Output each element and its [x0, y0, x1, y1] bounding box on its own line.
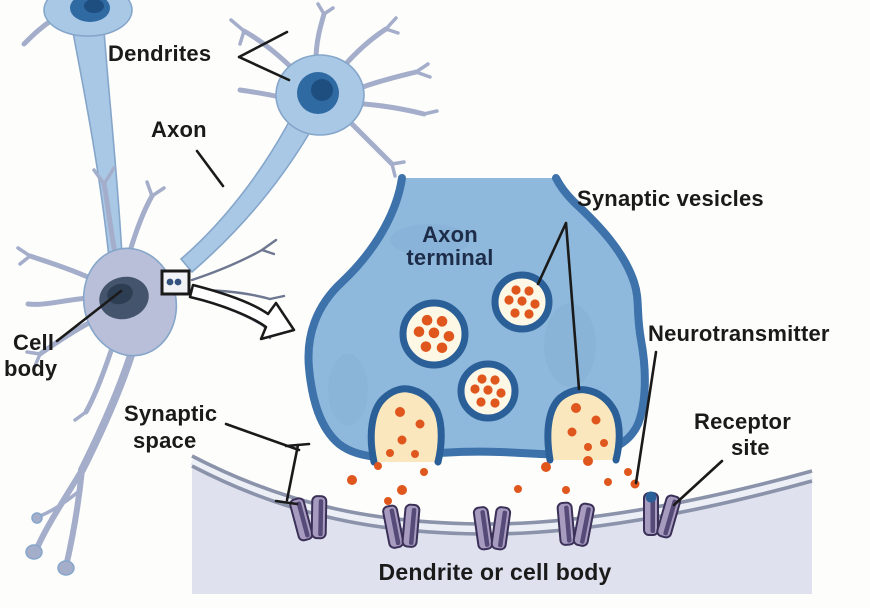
label-neurotransmitter: Neurotransmitter — [648, 321, 830, 346]
dendrite-or-cell-body-region — [192, 461, 812, 594]
label-cell-body-2: body — [4, 356, 58, 381]
axon-terminal-body — [308, 178, 645, 458]
neurotransmitter-pointer — [634, 350, 658, 485]
label-axon-terminal-1: Axon — [422, 222, 478, 247]
synaptic-vesicles-pointer — [536, 221, 581, 391]
synaptic-vesicle — [457, 360, 519, 422]
axon-terminal-bulb — [57, 560, 75, 576]
label-axon-terminal-2: terminal — [406, 245, 494, 270]
label-axon: Axon — [151, 117, 207, 142]
receptor-channels — [287, 490, 683, 552]
fusing-vesicle — [367, 385, 445, 466]
cell-body-pointer — [55, 289, 123, 343]
upper-right-neuron — [179, 2, 439, 274]
synaptic-vesicles — [399, 271, 553, 422]
lower-left-neuron — [16, 166, 296, 576]
label-cell-body-1: Cell — [13, 330, 55, 355]
axon-shape — [179, 118, 312, 274]
bound-neurotransmitter — [645, 491, 657, 503]
upper-left-neuron — [21, 0, 133, 259]
neurotransmitter-dots — [347, 456, 653, 508]
dendrites-pointer — [237, 30, 291, 82]
label-dendrite-or-cell-body: Dendrite or cell body — [378, 559, 612, 585]
fusing-vesicles — [367, 385, 623, 466]
leader-lines — [55, 30, 724, 507]
axon-terminal — [304, 174, 649, 462]
label-receptor-site-2: site — [731, 435, 770, 460]
magnify-arrow — [188, 283, 296, 341]
axon-pointer — [195, 149, 225, 188]
label-synaptic-vesicles: Synaptic vesicles — [577, 186, 764, 211]
label-dendrites: Dendrites — [108, 41, 212, 66]
label-receptor-site-1: Receptor — [694, 409, 791, 434]
axon-terminal-bulb — [25, 544, 43, 560]
synaptic-space-bracket — [274, 442, 311, 506]
synaptic-vesicle — [399, 299, 469, 369]
label-synaptic-space-1: Synaptic — [124, 401, 218, 426]
synaptic-vesicle — [491, 271, 553, 333]
label-synaptic-space-2: space — [133, 428, 197, 453]
fusing-vesicle — [544, 386, 623, 464]
receptor-site-pointer — [672, 459, 724, 507]
